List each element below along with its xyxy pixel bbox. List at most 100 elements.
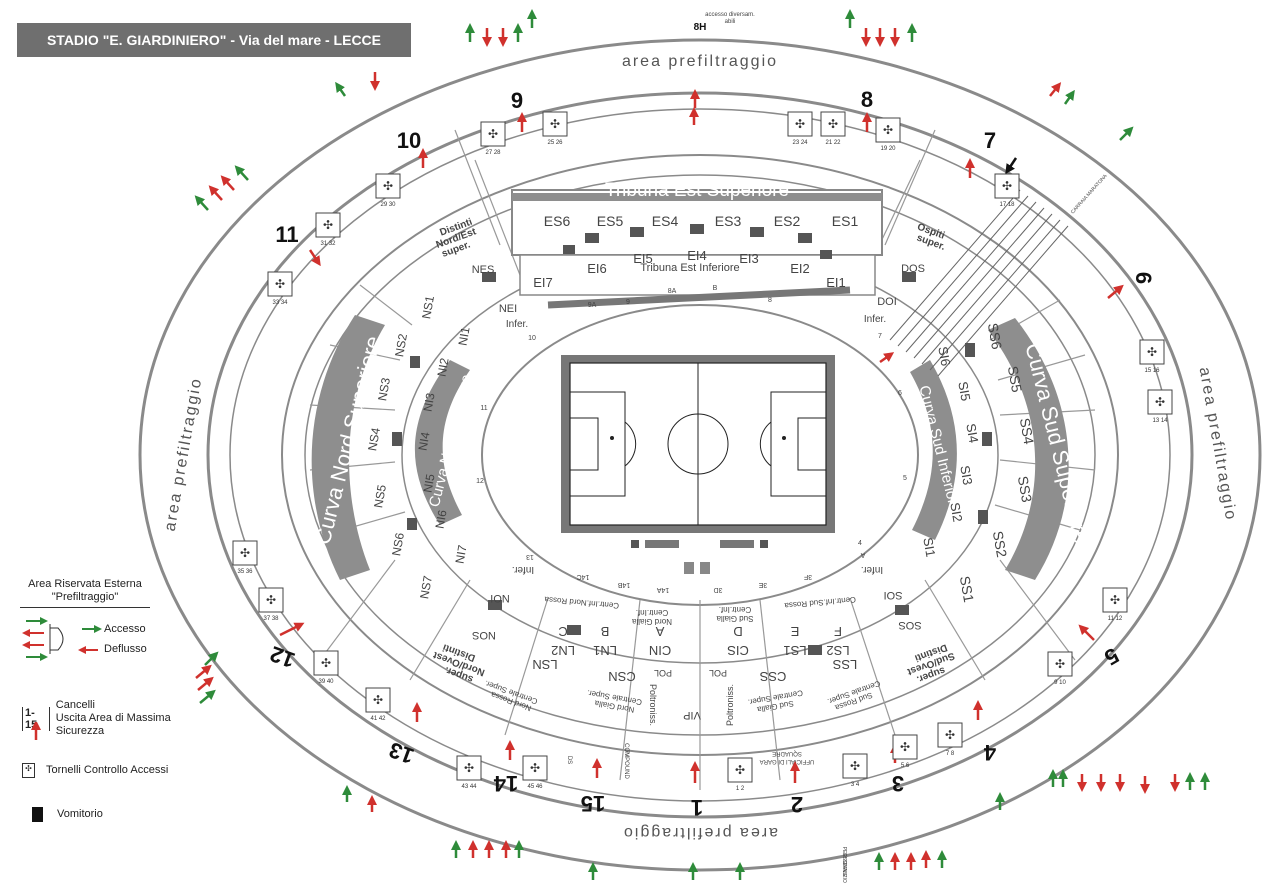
sector-nos: NOS <box>472 629 496 641</box>
sector-ls2: LS2 <box>826 643 849 658</box>
gate-15: 15 <box>581 791 605 816</box>
sector-css: CSS <box>759 669 786 684</box>
svg-text:25 26: 25 26 <box>547 140 563 146</box>
svg-text:29 30: 29 30 <box>380 202 396 208</box>
sector-ss4: SS4 <box>1017 417 1037 446</box>
pitch <box>561 355 835 574</box>
gate-6: 6 <box>1131 272 1156 284</box>
sector-ni1: NI1 <box>456 326 473 347</box>
turnstile-41-42: ✣ 41 42 <box>365 687 391 722</box>
sector-es6: ES6 <box>544 213 571 229</box>
squadre-label: UFFICIALI DI GARA <box>760 758 815 764</box>
sector-ns1: NS1 <box>419 294 437 320</box>
svg-text:33 34: 33 34 <box>272 300 288 306</box>
sector-es3: ES3 <box>715 213 742 229</box>
legend-vomitorio: Vomitorio <box>32 807 103 822</box>
turnstile-31-32: ✣ 31 32 <box>315 212 341 247</box>
svg-text:✣: ✣ <box>240 546 250 560</box>
flow-arrow <box>208 185 223 201</box>
sector-nei-infer: Infer. <box>506 319 528 330</box>
flow-arrow <box>335 81 347 97</box>
svg-text:✣: ✣ <box>488 127 498 141</box>
svg-text:✣: ✣ <box>1055 657 1065 671</box>
flow-arrows <box>194 9 1210 880</box>
sector-nei: NEI <box>499 303 517 315</box>
turnstile-icon: ✣ <box>22 763 35 778</box>
vomitory-code-8a: 8A <box>668 288 677 295</box>
sector-vip: VIP <box>683 709 701 721</box>
sector-ni3: NI3 <box>421 392 438 413</box>
carraia-label: CARRAIA MARATONA <box>1070 173 1109 216</box>
svg-text:✣: ✣ <box>1002 179 1012 193</box>
legend-title-line2: "Prefiltraggio" <box>51 591 119 603</box>
sector-ei2: EI2 <box>790 261 810 276</box>
svg-text:✣: ✣ <box>321 656 331 670</box>
sector-ss2: SS2 <box>990 530 1010 559</box>
vomitory-code-11: 11 <box>480 405 487 412</box>
vomitory-code-13: 13 <box>526 553 534 560</box>
cent-inf-nord-gialla: Centr.Inf. <box>636 608 668 617</box>
flow-arrow <box>1005 157 1018 175</box>
sector-ln1: LN1 <box>593 643 617 658</box>
sector-ns6: NS6 <box>389 531 407 557</box>
vomitory-code-b: B <box>713 285 718 292</box>
turnstile-43-44: ✣ 43 44 <box>456 755 482 790</box>
gate-4: 4 <box>983 740 996 765</box>
vomitorio-icon <box>32 807 43 822</box>
sector-ss5: SS5 <box>1005 365 1025 394</box>
svg-text:✣: ✣ <box>1147 345 1157 359</box>
sector-es1: ES1 <box>832 213 859 229</box>
svg-text:3 4: 3 4 <box>851 782 860 788</box>
sector-ns5: NS5 <box>371 483 389 509</box>
flow-arrow <box>1063 89 1075 105</box>
sector-soi-infer: Infer. <box>861 564 883 575</box>
sector-letter-c: C <box>558 624 567 639</box>
legend-title-line1: Area Riservata Esterna <box>28 578 142 590</box>
sector-cin: CIN <box>649 643 671 658</box>
svg-text:27 28: 27 28 <box>485 150 501 156</box>
vomitories <box>392 224 992 655</box>
sector-cis: CIS <box>727 643 749 658</box>
sector-lsn: LSN <box>532 657 557 672</box>
vomitory-code-14a: 14A <box>656 586 669 593</box>
sector-pol-s: POL <box>709 668 727 678</box>
vomitory-code-6: 6 <box>898 390 902 397</box>
sector-es5: ES5 <box>597 213 624 229</box>
gate-2: 2 <box>791 792 803 817</box>
tv-compound-label: COMPOUND <box>623 743 629 779</box>
svg-text:✣: ✣ <box>1110 593 1120 607</box>
tribune-strip-parterre: PARTERRE <box>617 284 639 289</box>
turnstile-39-40: ✣ 39 40 <box>313 650 339 685</box>
sector-letter-b: B <box>601 624 610 639</box>
sector-ni7: NI7 <box>453 544 470 565</box>
turnstile-17-18: ✣ 17 18 <box>994 173 1020 208</box>
prefilter-label-bottom: area prefiltraggio <box>622 824 778 841</box>
prefilter-label-right: area prefiltraggio <box>1196 366 1240 523</box>
svg-text:5 6: 5 6 <box>901 763 910 769</box>
sector-si2: SI2 <box>947 501 965 523</box>
gate-7: 7 <box>984 128 996 153</box>
sector-letter-d: D <box>733 624 742 639</box>
gate-12: 12 <box>267 641 299 673</box>
svg-text:✣: ✣ <box>735 763 745 777</box>
gate-8: 8 <box>861 87 873 112</box>
vomitory-code-3f: 3F <box>804 573 812 580</box>
flow-arrow <box>234 165 249 181</box>
svg-text:39 40: 39 40 <box>318 679 334 685</box>
gate-11: 11 <box>275 222 298 247</box>
personale-label: PERSONALE <box>841 847 847 878</box>
sector-ss1: SS1 <box>957 575 977 604</box>
sector-ei5: EI5 <box>633 251 653 266</box>
tribuna-est <box>511 189 883 309</box>
sector-ls1: LS1 <box>783 643 806 658</box>
turnstile-5-6: ✣ 5 6 <box>892 734 918 769</box>
turnstile-33-34: ✣ 33 34 <box>267 271 293 306</box>
svg-text:11 12: 11 12 <box>1108 616 1123 622</box>
sector-lss: LSS <box>832 657 857 672</box>
sector-ei3: EI3 <box>739 251 759 266</box>
flow-arrow <box>879 352 895 364</box>
turnstile-29-30: ✣ 29 30 <box>375 173 401 208</box>
tv-compound-label: TV <box>623 749 629 757</box>
turnstile-27-28: ✣ 27 28 <box>480 121 506 156</box>
